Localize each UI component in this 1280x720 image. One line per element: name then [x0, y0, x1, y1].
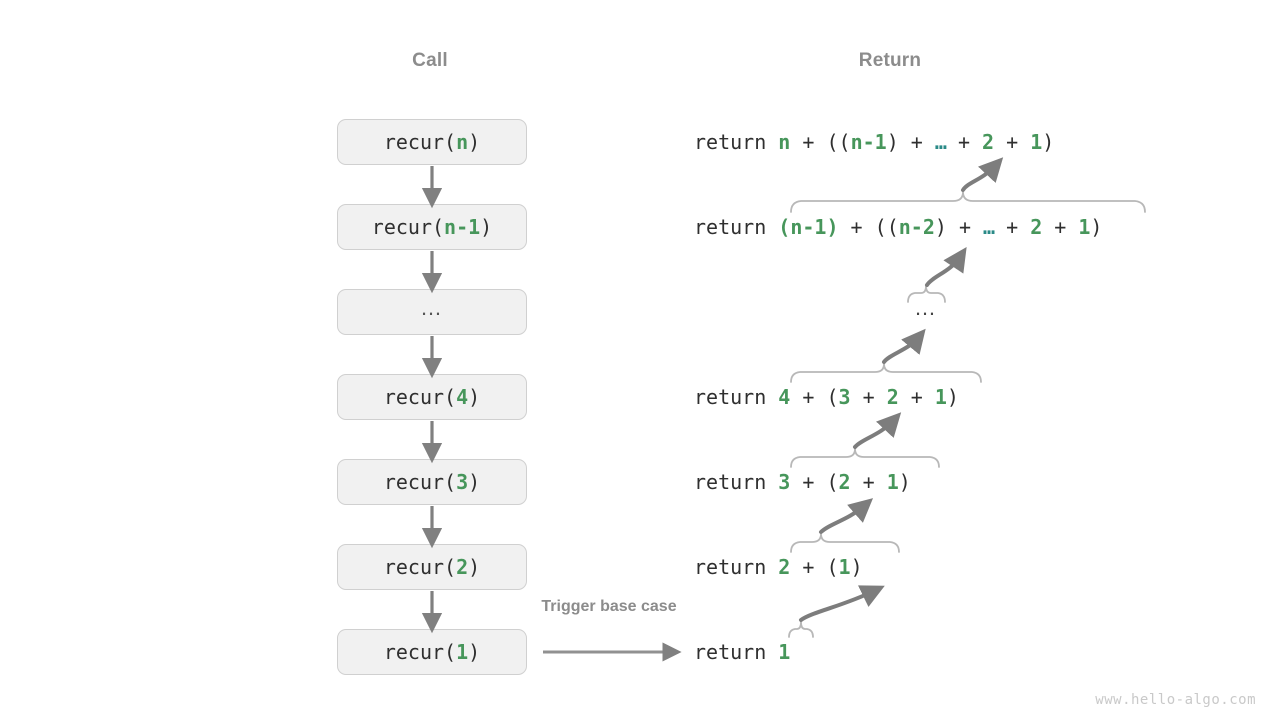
- column-heading-return: Return: [858, 50, 922, 71]
- call-box-recur-1[interactable]: recur(1): [337, 629, 527, 675]
- brace-row-2: [790, 533, 900, 553]
- call-box-text: recur(3): [383, 470, 481, 494]
- call-box-ellipsis[interactable]: …: [337, 289, 527, 335]
- call-box-recur-3[interactable]: recur(3): [337, 459, 527, 505]
- call-box-text: recur(4): [383, 385, 481, 409]
- brace-row-1: [788, 621, 814, 638]
- call-box-recur-4[interactable]: recur(4): [337, 374, 527, 420]
- return-line-recur-n-1: return (n-1) + ((n-2) + … + 2 + 1): [694, 215, 1103, 239]
- return-line-ellipsis: …: [914, 295, 938, 320]
- call-box-recur-n-1[interactable]: recur(n-1): [337, 204, 527, 250]
- brace-row-n-1: [790, 191, 1146, 213]
- return-arrow-2-to-3: [819, 498, 874, 534]
- watermark: www.hello-algo.com: [1095, 692, 1256, 708]
- column-heading-call: Call: [412, 50, 448, 71]
- return-arrow-ellipsis-to-n-1: [925, 247, 967, 287]
- return-line-recur-2: return 2 + (1): [694, 555, 863, 579]
- return-arrow-3-to-4: [853, 412, 902, 449]
- call-box-text: recur(2): [383, 555, 481, 579]
- return-arrow-n-1-to-n: [961, 157, 1004, 192]
- return-line-recur-1: return 1: [694, 640, 791, 664]
- call-box-text: recur(n): [383, 130, 481, 154]
- call-box-text: recur(n-1): [371, 215, 493, 239]
- return-arrow-4-to-ellipsis: [882, 328, 926, 364]
- call-box-recur-2[interactable]: recur(2): [337, 544, 527, 590]
- call-box-text: …: [420, 295, 444, 320]
- brace-row-4: [790, 363, 982, 383]
- return-line-recur-3: return 3 + (2 + 1): [694, 470, 911, 494]
- call-box-text: recur(1): [383, 640, 481, 664]
- return-line-recur-4: return 4 + (3 + 2 + 1): [694, 385, 959, 409]
- return-line-recur-n: return n + ((n-1) + … + 2 + 1): [694, 130, 1055, 154]
- call-box-recur-n[interactable]: recur(n): [337, 119, 527, 165]
- brace-row-3: [790, 448, 940, 468]
- return-arrow-1-to-2: [799, 585, 885, 622]
- trigger-base-case-label: Trigger base case: [541, 598, 677, 615]
